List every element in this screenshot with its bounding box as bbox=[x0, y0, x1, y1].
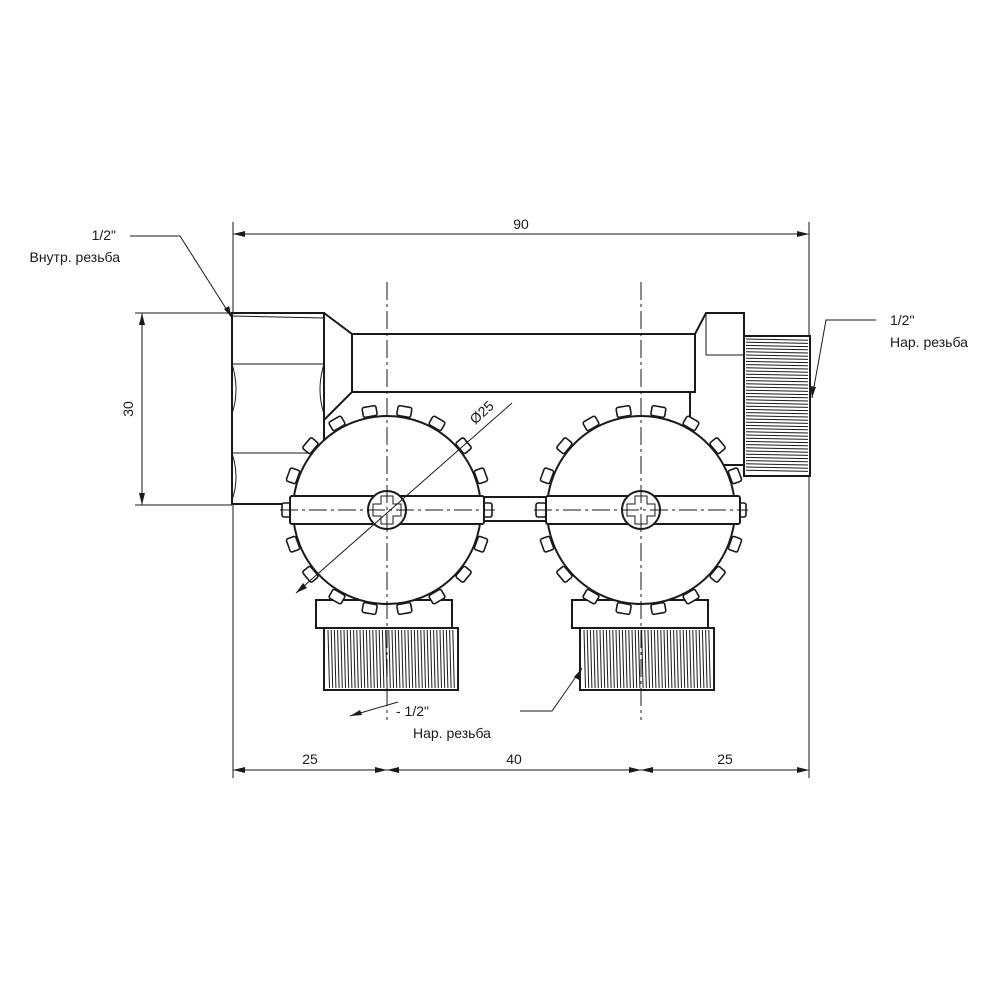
callout-outlet: 1/2" Нар. резьба bbox=[810, 312, 968, 399]
dim-bottom-chain: 25 40 25 bbox=[232, 476, 810, 778]
right-handwheel-tooth bbox=[556, 565, 573, 583]
callout-inlet: 1/2" Внутр. резьба bbox=[29, 227, 233, 319]
right-handwheel-tooth bbox=[650, 601, 667, 616]
callout-outlet-type: Нар. резьба bbox=[890, 334, 968, 350]
center-lines bbox=[280, 282, 748, 720]
dim-height: 30 bbox=[120, 312, 232, 506]
right-cross-icon bbox=[626, 495, 656, 525]
right-male-thread bbox=[743, 335, 811, 477]
callout-inlet-size: 1/2" bbox=[92, 227, 116, 243]
left-cross-icon bbox=[372, 495, 402, 525]
left-handwheel-tooth bbox=[473, 467, 489, 485]
right-handwheel-tooth bbox=[615, 601, 632, 616]
callout-outlet-size: 1/2" bbox=[890, 312, 914, 328]
dim-overall-width-label: 90 bbox=[513, 216, 529, 232]
left-handwheel-tooth bbox=[361, 601, 378, 616]
dim-overall-width: 90 bbox=[232, 216, 810, 336]
dim-right-offset-label: 25 bbox=[717, 751, 733, 767]
right-handwheel-tooth bbox=[556, 437, 573, 455]
dim-spacing-label: 40 bbox=[506, 751, 522, 767]
left-handwheel-tooth bbox=[473, 535, 489, 553]
right-bottom-outlet bbox=[571, 599, 715, 691]
left-handwheel-tooth bbox=[285, 467, 301, 485]
left-handwheel-tooth bbox=[396, 601, 413, 616]
callout-bottom-size: - 1/2" bbox=[396, 703, 429, 719]
dim-left-offset-label: 25 bbox=[302, 751, 318, 767]
callout-bottom-type: Нар. резьба bbox=[413, 725, 491, 741]
dim-height-label: 30 bbox=[120, 401, 136, 417]
dim-diameter-label: Ø25 bbox=[466, 397, 497, 427]
right-handwheel-tooth bbox=[709, 565, 726, 583]
callout-inlet-type: Внутр. резьба bbox=[29, 249, 120, 265]
left-bottom-outlet bbox=[315, 599, 459, 691]
left-handwheel-tooth bbox=[285, 535, 301, 553]
body-pipe bbox=[352, 333, 695, 393]
callout-bottom: - 1/2" Нар. резьба bbox=[349, 667, 583, 741]
right-handwheel-tooth bbox=[709, 437, 726, 455]
